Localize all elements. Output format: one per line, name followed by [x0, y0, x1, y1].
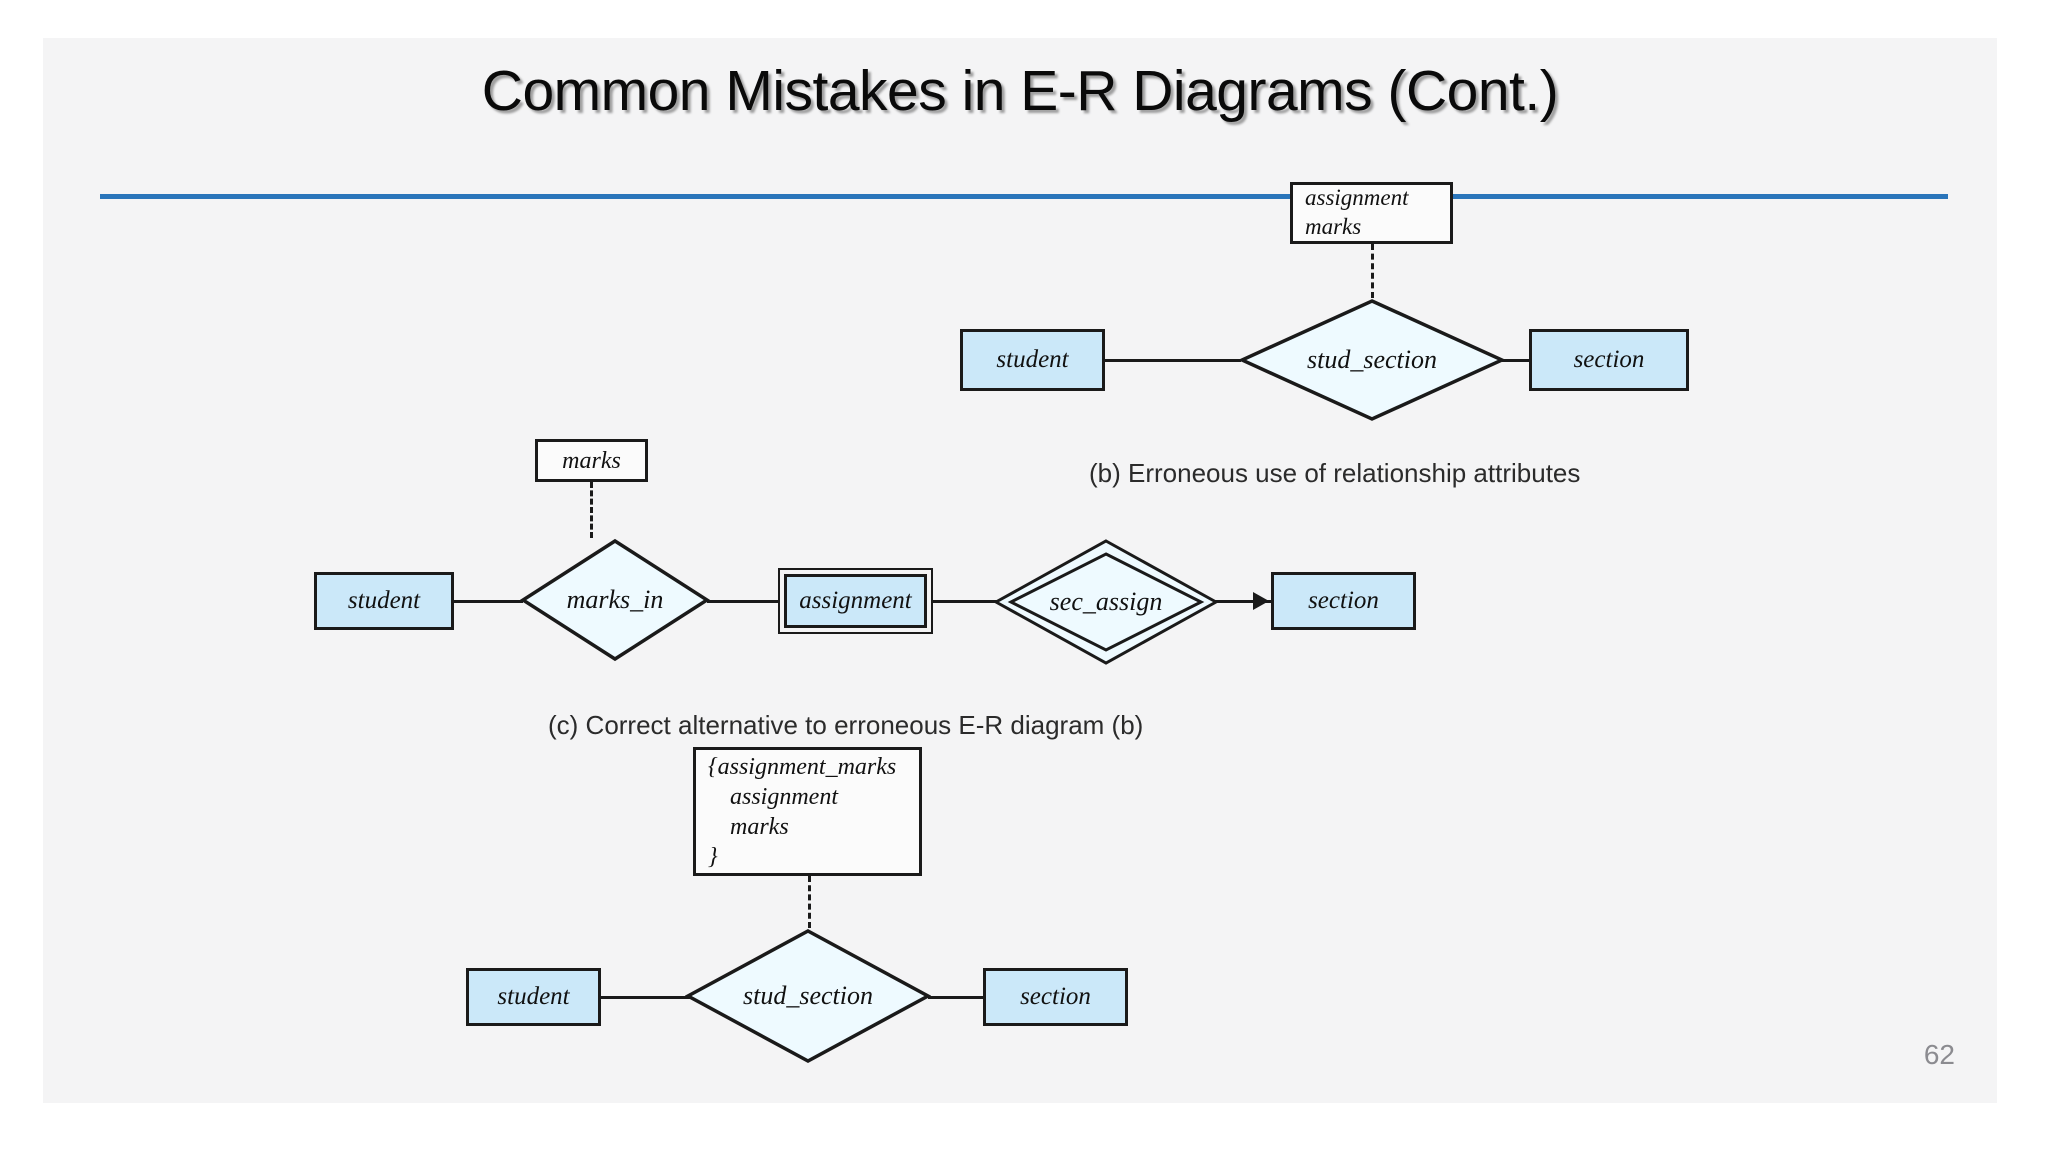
- diamond-shape: [520, 538, 710, 662]
- entity-label: section: [1573, 346, 1645, 373]
- caption-c: (c) Correct alternative to erroneous E-R…: [548, 710, 1144, 740]
- entity-section-d: section: [983, 968, 1128, 1026]
- slide-canvas: Common Mistakes in E-R Diagrams (Cont.) …: [43, 38, 1997, 1103]
- link-student-studsection-d: [600, 996, 693, 999]
- link-marksin-assignment-c: [707, 600, 783, 603]
- title-divider-line: [100, 194, 1948, 199]
- weak-entity-inner-box: assignment: [784, 574, 927, 628]
- double-diamond-shape: [993, 539, 1219, 665]
- attribute-connector-dashed-d: [808, 876, 811, 928]
- attribute-box-assignment-marks-set: {assignment_marks assignment marks }: [693, 747, 922, 876]
- attribute-line: marks: [1305, 214, 1362, 239]
- page-number: 62: [1923, 1039, 1955, 1070]
- caption-b: (b) Erroneous use of relationship attrib…: [1089, 458, 1581, 488]
- diamond-shape: [1239, 299, 1505, 421]
- attribute-line: assignment: [1305, 185, 1409, 211]
- page-title: Common Mistakes in E-R Diagrams (Cont.): [481, 59, 1559, 123]
- identifying-relationship-sec-assign: sec_assign: [993, 538, 1219, 666]
- entity-label: section: [1308, 587, 1379, 614]
- entity-label: assignment: [799, 587, 912, 614]
- attribute-line: marks: [730, 813, 789, 840]
- link-student-studsection-b: [1105, 359, 1241, 362]
- attribute-line: }: [708, 843, 718, 870]
- attribute-connector-dashed: [1371, 244, 1374, 298]
- entity-label: student: [497, 983, 570, 1010]
- link-secassign-section-c: [1215, 600, 1277, 603]
- attribute-connector-dashed-c: [590, 482, 593, 538]
- entity-student-d: student: [466, 968, 601, 1026]
- arrowhead-icon: [1253, 592, 1269, 610]
- relationship-stud-section-d: stud_section: [685, 928, 931, 1064]
- entity-section-c: section: [1271, 572, 1416, 630]
- attribute-box-assignment-marks: assignment marks: [1290, 182, 1453, 244]
- link-studsection-section-d: [928, 996, 991, 999]
- attribute-line: {assignment_marks: [708, 753, 897, 780]
- entity-section-b: section: [1529, 329, 1689, 391]
- link-assignment-secassign-c: [931, 600, 1001, 603]
- entity-student-b: student: [960, 329, 1105, 391]
- caption-d: (d) Correct alternative to erroneous E-R…: [548, 1098, 1145, 1103]
- weak-entity-assignment: assignment: [778, 568, 933, 634]
- entity-student-c: student: [314, 572, 454, 630]
- relationship-stud-section-b: stud_section: [1239, 298, 1505, 422]
- attribute-line: assignment: [730, 783, 838, 810]
- attribute-box-marks: marks: [535, 439, 648, 482]
- diamond-shape: [685, 929, 931, 1063]
- link-student-marksin-c: [453, 600, 523, 603]
- entity-label: student: [347, 587, 421, 614]
- entity-label: section: [1020, 983, 1091, 1010]
- entity-label: student: [996, 346, 1069, 373]
- relationship-marks-in: marks_in: [520, 538, 710, 662]
- attribute-label: marks: [562, 447, 621, 474]
